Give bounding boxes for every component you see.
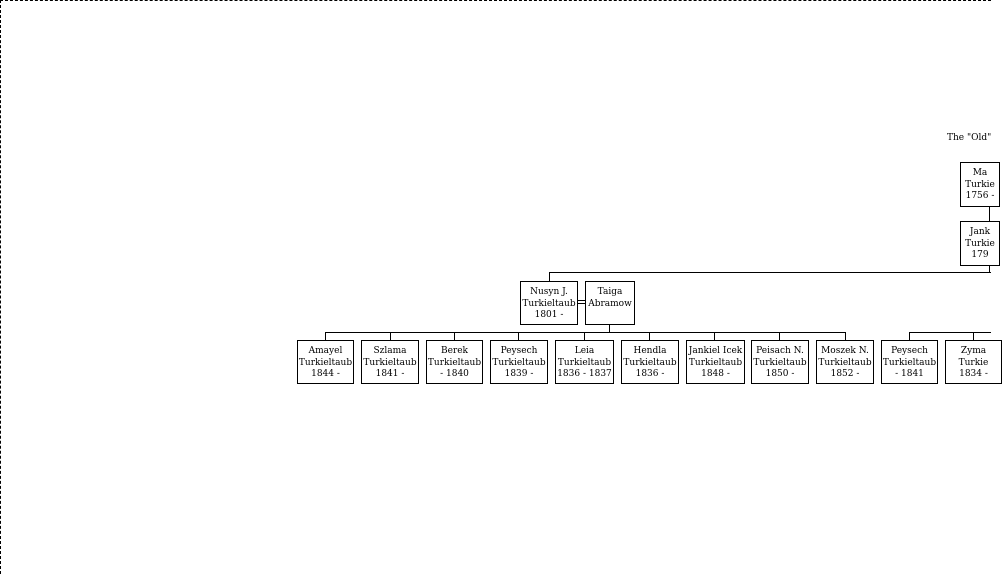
person-dates: 1839 - xyxy=(504,369,534,379)
person-surname: Turkieltaub xyxy=(522,298,576,309)
person-dates: 1850 - xyxy=(765,369,795,379)
person-name: Szlama xyxy=(373,346,407,356)
person-name: Amayel xyxy=(308,346,343,356)
person-name: Hendla xyxy=(633,346,667,356)
person-box-child[interactable]: Jankiel Icek Turkieltaub 1848 - xyxy=(686,340,745,384)
person-dates: 1852 - xyxy=(830,369,860,379)
person-box-child[interactable]: Moszek N. Turkieltaub 1852 - xyxy=(816,340,874,384)
person-name: Taiga xyxy=(597,287,623,297)
person-name: Moszek N. xyxy=(821,346,869,356)
person-dates: 1841 - xyxy=(375,369,405,379)
person-name: Zyma xyxy=(960,346,987,356)
person-box-child[interactable]: Amayel Turkieltaub 1844 - xyxy=(297,340,354,384)
person-dates: 1834 - xyxy=(959,369,988,379)
person-dates: 1756 - xyxy=(965,191,995,201)
person-name: Leia xyxy=(574,346,595,356)
person-surname: Turkieltaub xyxy=(557,357,612,368)
person-box-child[interactable]: Hendla Turkieltaub 1836 - xyxy=(621,340,679,384)
person-surname: Abramow xyxy=(588,298,632,309)
person-surname: Turkieltaub xyxy=(623,357,677,368)
person-box-ma[interactable]: Ma Turkie 1756 - xyxy=(960,162,1000,207)
person-box-nusyn[interactable]: Nusyn J. Turkieltaub 1801 - xyxy=(520,281,578,325)
person-dates: 1836 - 1837 xyxy=(557,369,612,379)
person-dates: 179 xyxy=(971,250,989,260)
person-box-child[interactable]: Zyma Turkie 1834 - xyxy=(945,340,1002,384)
person-dates: 1848 - xyxy=(701,369,730,379)
person-surname: Turkie xyxy=(965,238,995,249)
person-surname: Turkieltaub xyxy=(688,357,743,368)
person-name: Peysech xyxy=(891,346,928,356)
person-surname: Turkieltaub xyxy=(298,357,353,368)
person-name: Ma xyxy=(972,168,988,178)
person-name: Berek xyxy=(440,346,469,356)
person-surname: Turkieltaub xyxy=(492,357,546,368)
person-surname: Turkie xyxy=(965,179,995,190)
person-box-child[interactable]: Berek Turkieltaub - 1840 xyxy=(426,340,483,384)
person-box-taiga[interactable]: Taiga Abramow xyxy=(585,281,635,325)
person-surname: Turkieltaub xyxy=(818,357,872,368)
person-name: Nusyn J. xyxy=(530,287,568,297)
person-name: Jankiel Icek xyxy=(688,346,743,356)
person-box-child[interactable]: Peysech Turkieltaub 1839 - xyxy=(490,340,548,384)
person-surname: Turkieltaub xyxy=(363,357,417,368)
person-box-child[interactable]: Peysech Turkieltaub - 1841 xyxy=(881,340,938,384)
person-surname: Turkieltaub xyxy=(427,357,482,368)
person-dates: - 1841 xyxy=(895,369,924,379)
person-box-jank[interactable]: Jank Turkie 179 xyxy=(960,221,1000,266)
person-surname: Turkieltaub xyxy=(753,357,807,368)
person-box-child[interactable]: Szlama Turkieltaub 1841 - xyxy=(361,340,419,384)
person-box-child[interactable]: Leia Turkieltaub 1836 - 1837 xyxy=(555,340,614,384)
person-name: Jank xyxy=(969,227,991,237)
person-name: Peysech xyxy=(500,346,538,356)
person-dates: - 1840 xyxy=(440,369,469,379)
person-name: Peisach N. xyxy=(756,346,804,356)
person-dates: 1844 - xyxy=(311,369,340,379)
person-dates: 1801 - xyxy=(534,310,564,320)
tree-title: The "Old" xyxy=(947,133,992,143)
person-surname: Turkieltaub xyxy=(882,357,937,368)
person-surname: Turkie xyxy=(958,357,989,368)
person-box-child[interactable]: Peisach N. Turkieltaub 1850 - xyxy=(751,340,809,384)
person-dates: 1836 - xyxy=(635,369,665,379)
